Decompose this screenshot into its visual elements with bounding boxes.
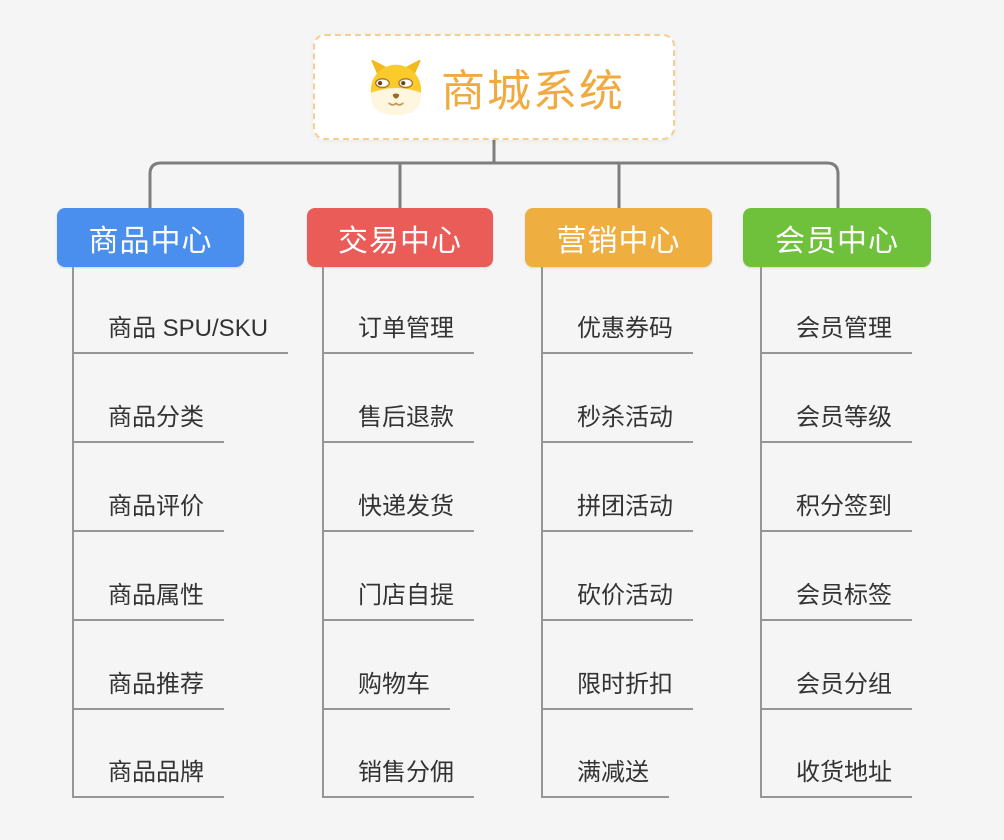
branch-node-trade-center[interactable]: 交易中心 (307, 208, 493, 267)
leaf-node[interactable]: 商品 SPU/SKU (74, 308, 289, 354)
leaf-node[interactable]: 商品推荐 (74, 664, 224, 710)
leaf-node[interactable]: 商品属性 (74, 575, 224, 621)
leaf-node[interactable]: 砍价活动 (543, 575, 693, 621)
leaf-node[interactable]: 订单管理 (324, 308, 474, 354)
branch-node-marketing-center[interactable]: 营销中心 (525, 208, 712, 267)
leaf-node[interactable]: 快递发货 (324, 486, 474, 532)
shiba-dog-icon (370, 59, 422, 116)
branch-label: 交易中心 (338, 224, 462, 258)
branch-label: 营销中心 (556, 224, 681, 258)
leaf-node[interactable]: 积分签到 (762, 486, 912, 532)
leaf-node[interactable]: 商品评价 (74, 486, 224, 532)
branch-node-product-center[interactable]: 商品中心 (57, 208, 244, 267)
leaf-node[interactable]: 售后退款 (324, 397, 474, 443)
leaf-node[interactable]: 优惠券码 (543, 308, 693, 354)
leaf-node[interactable]: 购物车 (324, 664, 450, 710)
leaf-node[interactable]: 商品分类 (74, 397, 224, 443)
leaf-node[interactable]: 满减送 (543, 752, 669, 798)
leaf-node[interactable]: 会员等级 (762, 397, 912, 443)
leaf-node[interactable]: 收货地址 (762, 752, 912, 798)
children-column-marketing: 优惠券码 秒杀活动 拼团活动 砍价活动 限时折扣 满减送 (541, 267, 693, 798)
children-column-member: 会员管理 会员等级 积分签到 会员标签 会员分组 收货地址 (760, 267, 912, 798)
leaf-node[interactable]: 会员标签 (762, 575, 912, 621)
branch-label: 会员中心 (775, 224, 899, 258)
leaf-node[interactable]: 会员管理 (762, 308, 912, 354)
leaf-node[interactable]: 商品品牌 (74, 752, 224, 798)
leaf-node[interactable]: 门店自提 (324, 575, 474, 621)
children-column-product: 商品 SPU/SKU 商品分类 商品评价 商品属性 商品推荐 商品品牌 (72, 267, 289, 798)
leaf-node[interactable]: 秒杀活动 (543, 397, 693, 443)
root-node-label: 商城系统 (441, 67, 625, 116)
root-node[interactable]: 商城系统 (313, 34, 675, 140)
branch-label: 商品中心 (88, 224, 213, 258)
leaf-node[interactable]: 会员分组 (762, 664, 912, 710)
leaf-node[interactable]: 销售分佣 (324, 752, 474, 798)
leaf-node[interactable]: 拼团活动 (543, 486, 693, 532)
children-column-trade: 订单管理 售后退款 快递发货 门店自提 购物车 销售分佣 (322, 267, 474, 798)
branch-node-member-center[interactable]: 会员中心 (743, 208, 931, 267)
branch-rail-line (148, 161, 840, 208)
leaf-node[interactable]: 限时折扣 (543, 664, 693, 710)
